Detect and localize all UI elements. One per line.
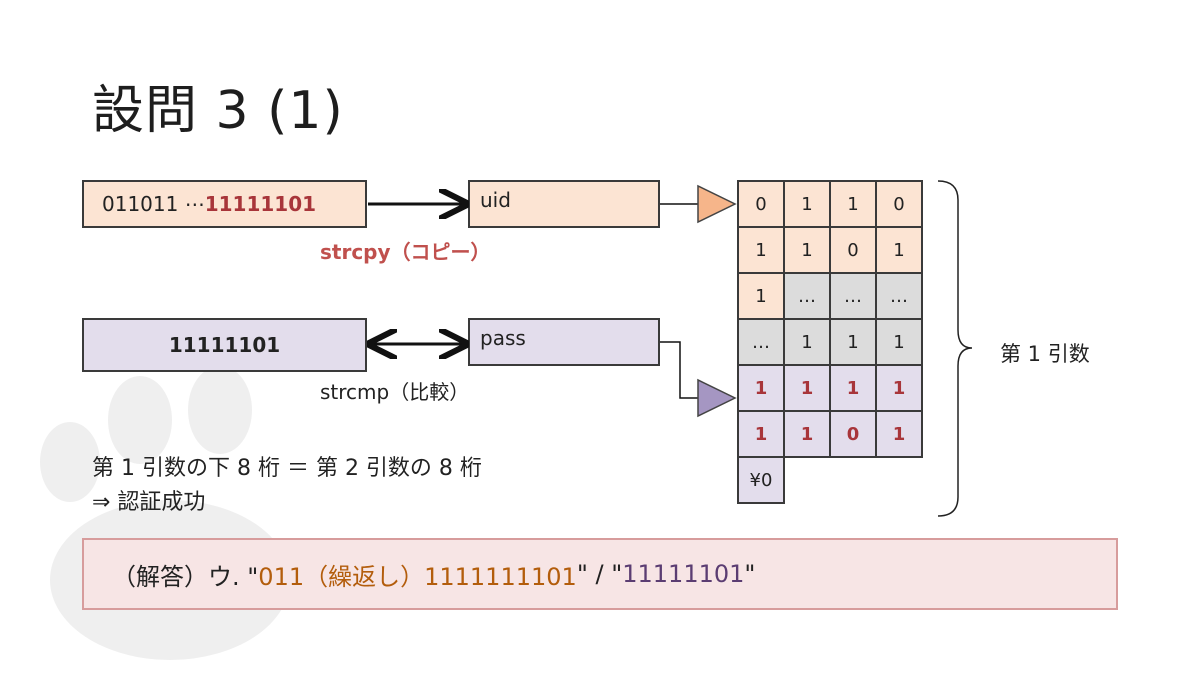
memory-cell: ¥0 [737,456,785,504]
uid-suffix: 11111101 [204,192,317,216]
memory-cell: 0 [875,180,923,228]
memory-cell: 1 [737,364,785,412]
answer-uid-value: 011（繰返し）1111111101 [258,562,577,591]
memory-cell: 1 [737,226,785,274]
memory-cell: 1 [737,272,785,320]
memory-cell: … [875,272,923,320]
memory-cell: 1 [829,180,877,228]
memory-cell: 1 [783,180,831,228]
condition-line-2: ⇒ 認証成功 [92,490,206,515]
memory-cell: … [783,272,831,320]
memory-cell: 1 [875,364,923,412]
answer-box: （解答）ウ. "011（繰返し）1111111101" / "11111101" [82,538,1118,610]
strcmp-label: strcmp（比較） [320,380,470,404]
strcpy-label: strcpy（コピー） [320,240,491,264]
first-argument-label: 第 1 引数 [1000,342,1090,366]
pass-input-string: 11111101 [82,318,367,372]
pass-pointer-line [660,341,698,399]
memory-cell: 1 [783,318,831,366]
memory-cell: … [829,272,877,320]
uid-pointer-arrow [697,184,737,224]
answer-suffix: " [744,560,756,588]
uid-prefix: 011011 ⋯ [102,192,205,216]
memory-cell: 1 [875,226,923,274]
first-argument-brace [937,180,973,517]
memory-cell: 1 [875,318,923,366]
memory-cell: … [737,318,785,366]
uid-variable: uid [468,180,660,228]
answer-pass-value: 11111101 [622,560,745,588]
memory-cell: 1 [783,410,831,458]
pass-variable: pass [468,318,660,366]
page-title: 設問 3 (1) [92,81,344,141]
memory-cell: 0 [829,410,877,458]
uid-input-string: 011011 ⋯ 11111101 [82,180,367,228]
memory-cell: 1 [829,318,877,366]
memory-cell: 1 [829,364,877,412]
memory-cell: 1 [783,364,831,412]
memory-cell: 1 [737,410,785,458]
answer-separator: " / " [576,560,623,588]
condition-line-1: 第 1 引数の下 8 桁 ＝ 第 2 引数の 8 桁 [92,456,482,481]
memory-cell: 0 [829,226,877,274]
condition-text: 第 1 引数の下 8 桁 ＝ 第 2 引数の 8 桁 ⇒ 認証成功 [92,452,482,520]
memory-cell: 0 [737,180,785,228]
answer-prefix: （解答）ウ. " [112,562,259,591]
pass-pointer-arrow [697,378,737,418]
memory-cell: 1 [783,226,831,274]
memory-cell: 1 [875,410,923,458]
